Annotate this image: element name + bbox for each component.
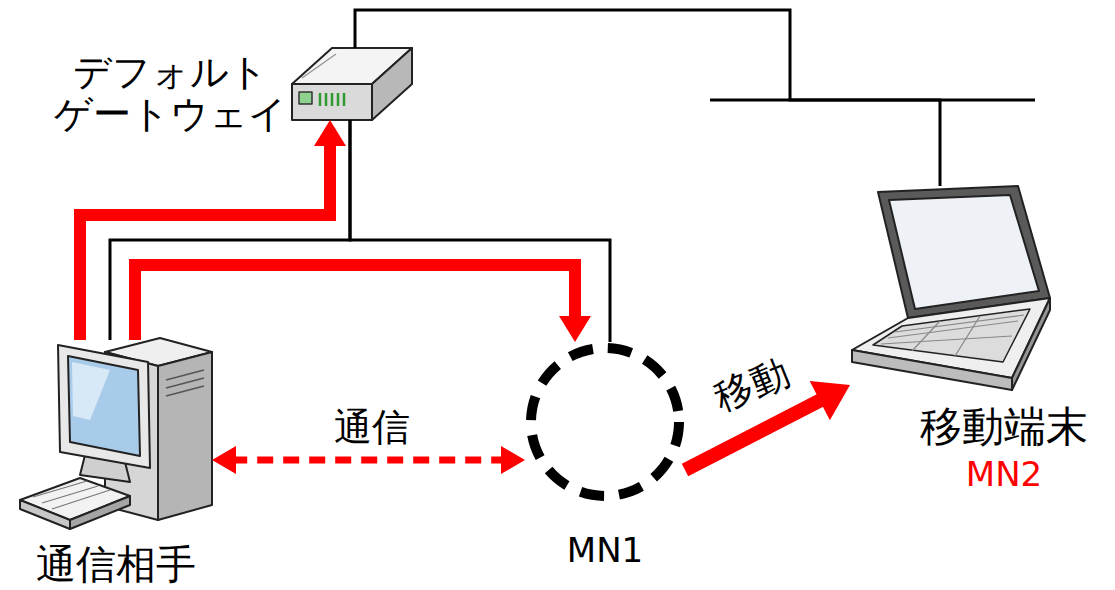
edge-label: 移動 (709, 352, 795, 419)
router-icon-part (325, 93, 328, 106)
node-label: MN2 (966, 456, 1042, 493)
laptop-icon-part (895, 315, 1024, 332)
laptop-icon-part (889, 195, 1039, 309)
laptop-icon-part (878, 186, 1050, 318)
pc-icon (20, 338, 212, 529)
laptop-icon-part (881, 336, 1012, 344)
node-label: 移動端末 (920, 404, 1088, 450)
mobile-node-circle: MN1 (525, 342, 685, 502)
red-arrow-line (135, 265, 575, 340)
network-wire (350, 120, 610, 342)
arrow-head (314, 120, 346, 146)
pc-icon-part (52, 490, 110, 509)
dashed-comm-arrow (212, 446, 525, 474)
network-wire-line (350, 120, 610, 342)
laptop-icon-part (888, 321, 1018, 338)
pc-icon-part (58, 345, 150, 468)
dashed-circle (531, 348, 679, 496)
node-label: デフォルト ゲートウェイ (52, 52, 288, 136)
arrow-head (501, 446, 525, 474)
router-icon-part (299, 92, 312, 104)
red-arrow (80, 120, 346, 340)
pc-icon-part (72, 362, 110, 420)
pc-icon-part (68, 356, 140, 456)
dashed-circle-outline (525, 342, 685, 502)
gateway-node: デフォルト ゲートウェイ (292, 48, 412, 120)
arrow-head (559, 316, 591, 342)
network-wire (355, 10, 940, 186)
mobile-terminal-node: 移動端末MN2 (850, 186, 1062, 392)
router-icon-part (337, 93, 340, 106)
correspondent-node: 通信相手 (20, 340, 212, 530)
router-icon-part (343, 93, 346, 106)
network-wire-line (355, 10, 940, 186)
pc-icon-part (42, 486, 98, 503)
network-wire (110, 120, 350, 340)
router-icon-part (372, 48, 412, 120)
arrow-head (212, 446, 236, 474)
node-label: MN1 (567, 532, 643, 569)
dashed-comm-arrow-line (231, 457, 506, 464)
router-icon (292, 48, 412, 120)
router-icon-part (319, 93, 322, 106)
pc-icon-part (158, 352, 212, 520)
router-icon-part (331, 93, 334, 106)
pc-icon-part (70, 496, 130, 529)
laptop-icon-part (955, 316, 980, 356)
laptop-icon (852, 186, 1050, 390)
pc-icon-part (166, 370, 204, 380)
arrow-head (810, 381, 850, 420)
red-arrow (135, 265, 591, 342)
laptop-icon-part (873, 309, 1030, 362)
laptop-icon-part (852, 350, 1012, 390)
node-label: 通信相手 (36, 542, 196, 586)
move-arrow-line (685, 397, 826, 470)
pc-icon-part (166, 386, 204, 396)
router-icon-part (302, 54, 336, 78)
edge-label: 通信 (334, 407, 410, 449)
pc-icon-part (33, 481, 87, 497)
laptop-icon-part (912, 321, 940, 351)
network-wire-line (110, 120, 350, 340)
pc-icon-part (20, 500, 70, 529)
router-icon-part (292, 84, 372, 120)
pc-icon-part (166, 378, 204, 388)
laptop-icon-part (1012, 298, 1050, 390)
